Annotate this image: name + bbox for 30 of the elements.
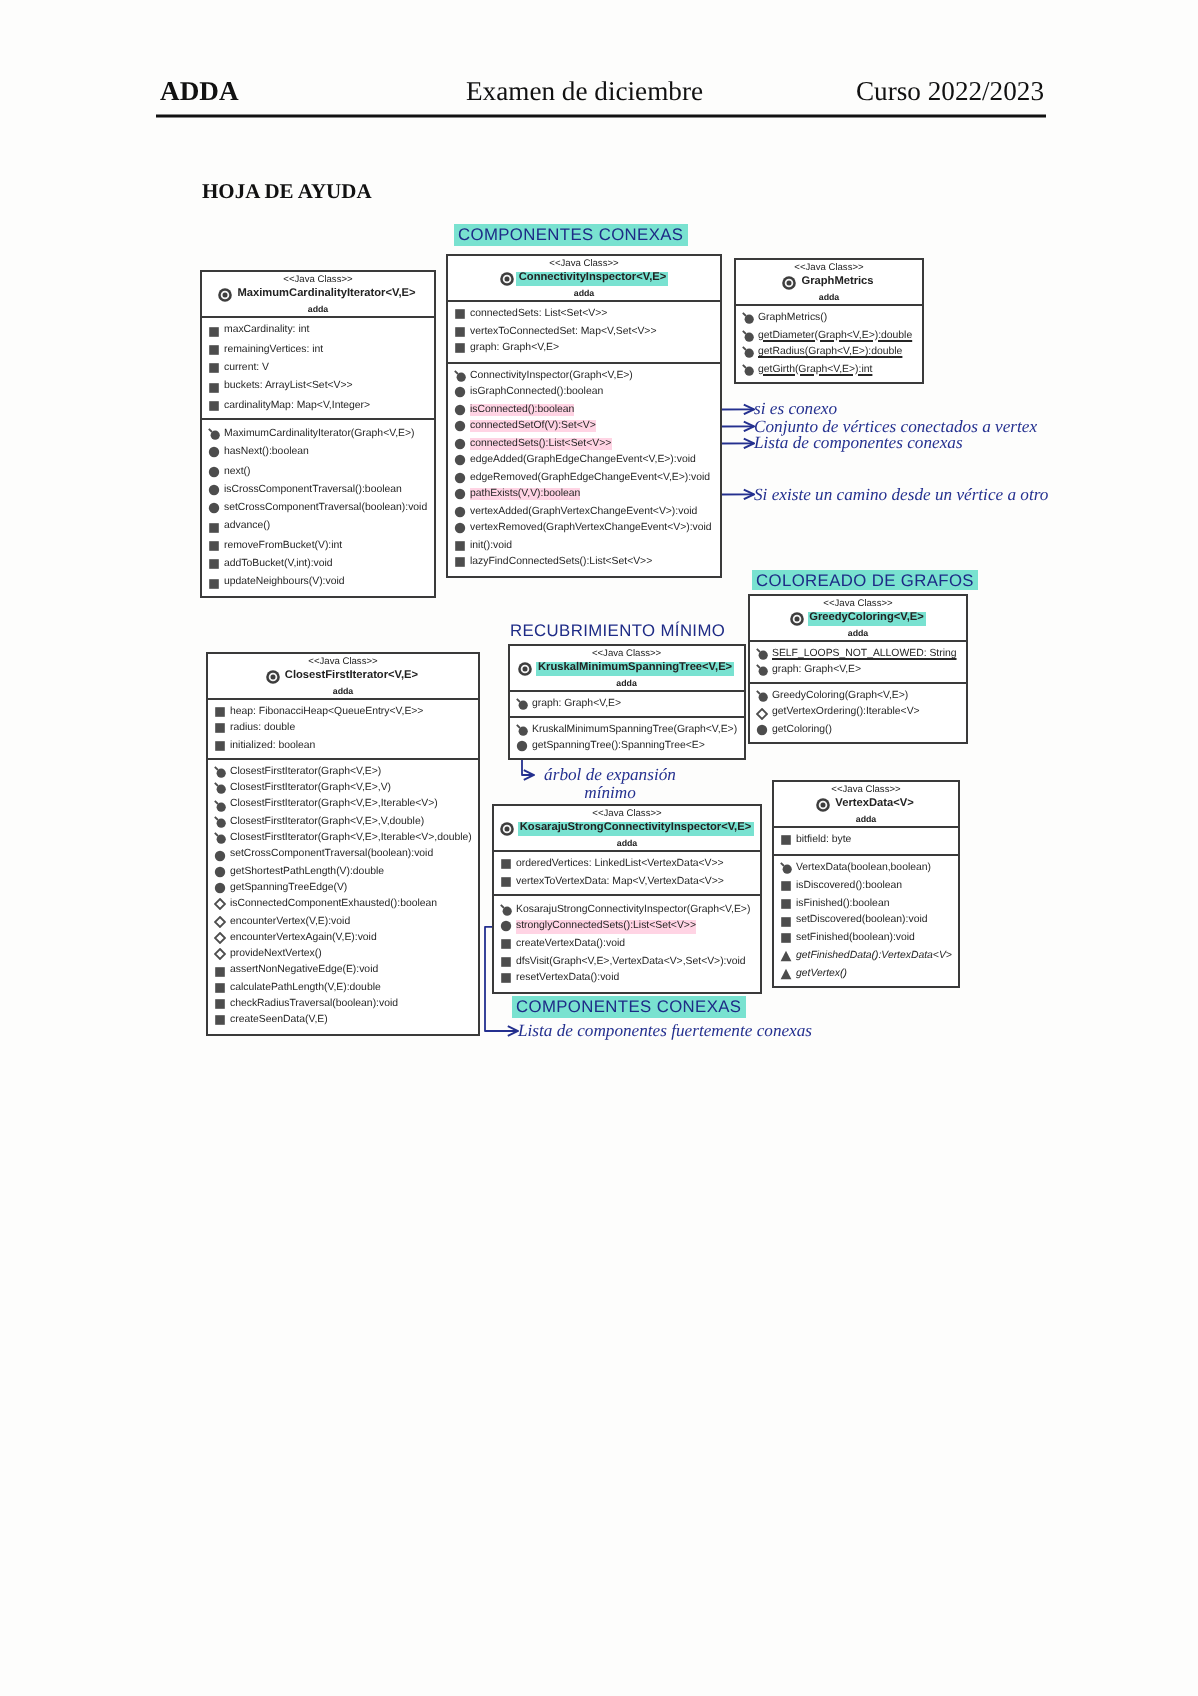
arrow xyxy=(719,420,755,433)
method-compartment xyxy=(736,304,922,382)
handwritten-note: si es conexo xyxy=(754,400,838,419)
handwritten-heading: COMPONENTES CONEXAS xyxy=(512,996,746,1017)
handwritten-heading: RECUBRIMIENTO MÍNIMO xyxy=(508,619,728,640)
arrow xyxy=(719,437,755,450)
exam-title: Examen de diciembre xyxy=(466,76,704,108)
handwritten-heading: COLOREADO DE GRAFOS xyxy=(752,569,978,590)
attribute-compartment xyxy=(510,690,744,716)
handwritten-note: árbol de expansión mínimo xyxy=(534,766,686,802)
course-name: ADDA xyxy=(160,76,239,108)
uml-class-box xyxy=(200,270,436,599)
uml-class-box xyxy=(508,644,746,760)
handwritten-note: Si existe un camino desde un vértice a otro xyxy=(754,485,1049,504)
uml-class-box xyxy=(446,254,722,577)
course-year: Curso 2022/2023 xyxy=(855,76,1044,108)
arrow xyxy=(719,488,755,501)
sheet-title: HOJA DE AYUDA xyxy=(202,182,372,206)
uml-class-box xyxy=(492,804,762,994)
uml-class-box xyxy=(206,652,480,1036)
arrow xyxy=(719,403,755,416)
handwritten-heading: COMPONENTES CONEXAS xyxy=(454,224,688,245)
handwritten-note: Lista de componentes fuertemente conexas xyxy=(518,1022,813,1040)
uml-class-box xyxy=(748,594,968,744)
uml-class-box xyxy=(772,780,960,989)
handwritten-note: Lista de componentes conexas xyxy=(754,434,963,453)
arrow xyxy=(521,757,535,781)
uml-class-box xyxy=(734,258,924,384)
arrow xyxy=(484,925,519,1037)
handwritten-note: Conjunto de vértices conectados a vertex xyxy=(754,417,1038,436)
